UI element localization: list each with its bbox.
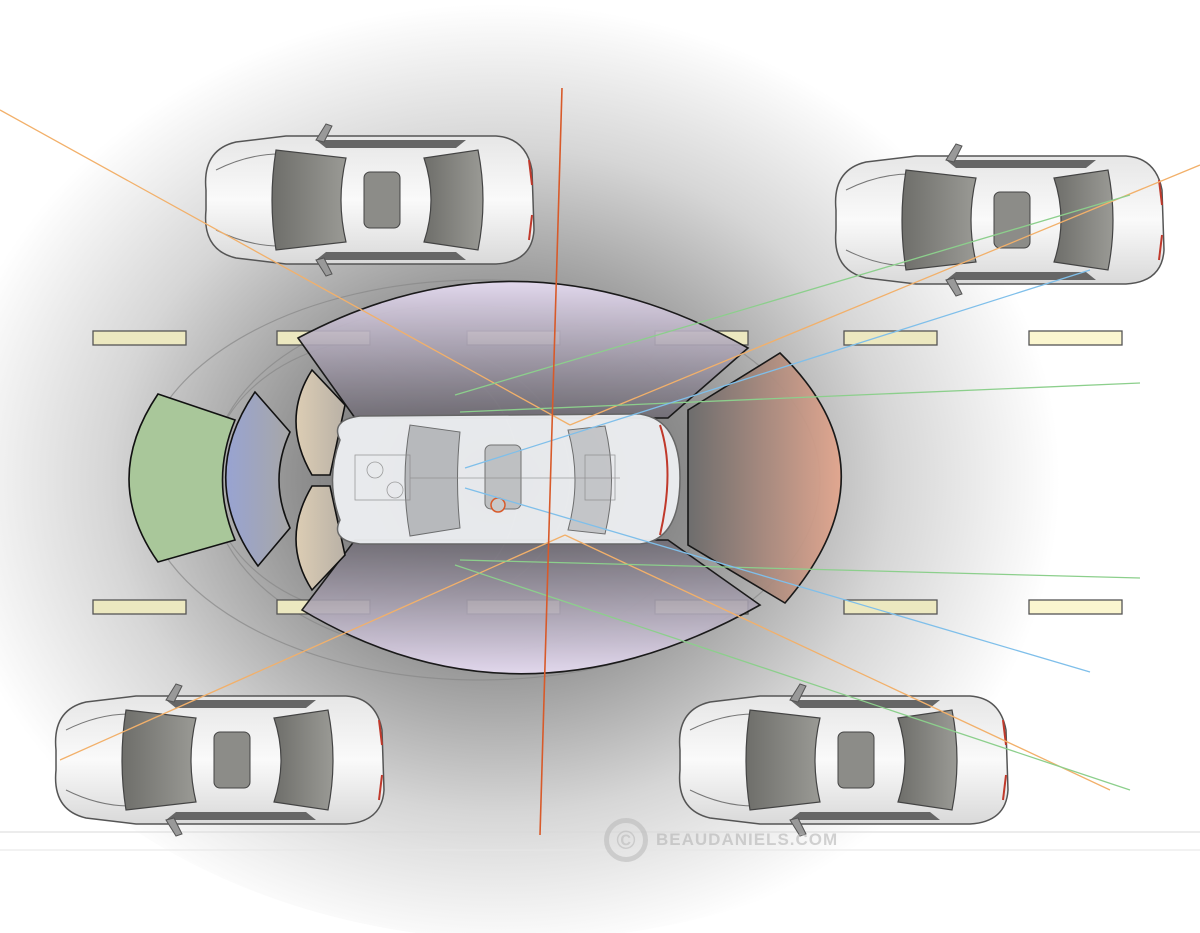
- zone-rear: [687, 351, 843, 605]
- zone-front-corner-right: [295, 485, 346, 592]
- sensor-rays: [0, 87, 1200, 836]
- car-top-right: [834, 143, 1165, 297]
- zone-front-long: [128, 393, 237, 563]
- car-bottom-right: [678, 683, 1009, 837]
- ego-car-xray: [331, 413, 681, 545]
- car-bottom-left: [54, 683, 385, 837]
- car-top-left: [204, 123, 535, 277]
- zone-front-mid: [224, 390, 291, 568]
- zone-side-bottom: [300, 539, 762, 675]
- zone-front-corner-left: [295, 368, 346, 476]
- sensor-zones: [128, 280, 843, 675]
- watermark: © BEAUDANIELS.COM: [604, 818, 838, 862]
- copyright-icon: ©: [604, 818, 648, 862]
- watermark-text: BEAUDANIELS.COM: [656, 830, 839, 849]
- zone-side-top: [296, 280, 750, 419]
